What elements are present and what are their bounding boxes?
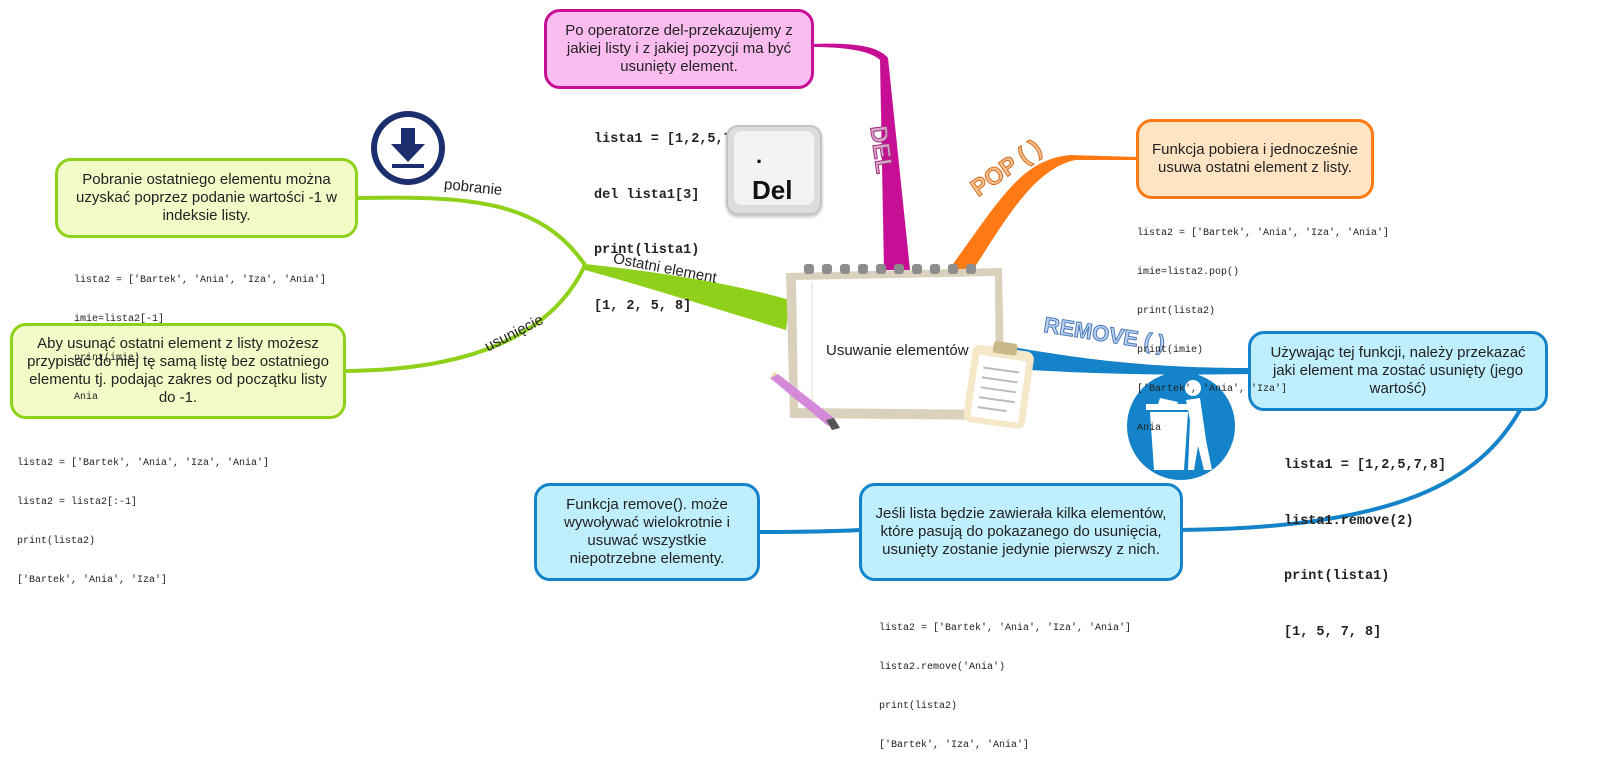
code-line: lista1.remove(2) xyxy=(1284,513,1414,529)
code-remove: lista1 = [1,2,5,7,8] lista1.remove(2) pr… xyxy=(1284,420,1446,661)
pencil-icon xyxy=(770,372,840,430)
code-line: lista2 = ['Bartek', 'Ania', 'Iza', 'Ania… xyxy=(879,623,1132,634)
code-line: lista2 = ['Bartek', 'Ania', 'Iza', 'Ania… xyxy=(17,458,270,469)
code-line: del lista1[3] xyxy=(594,187,700,203)
code-line: Ania xyxy=(74,392,99,403)
mind-map-links xyxy=(344,43,1522,534)
box-remove[interactable]: Używając tej funkcji, należy przekazać j… xyxy=(1248,331,1548,411)
code-line: imie=lista2.pop() xyxy=(1137,267,1240,278)
code-line: ['Bartek', 'Ania', 'Iza'] xyxy=(17,575,168,586)
link-remove-multi xyxy=(757,528,861,534)
box-usuniecie[interactable]: Aby usunąć ostatni element z listy możes… xyxy=(10,323,346,419)
link-last-element xyxy=(585,264,790,330)
code-pop: lista2 = ['Bartek', 'Ania', 'Iza', 'Ania… xyxy=(1137,201,1389,448)
box-pop[interactable]: Funkcja pobiera i jednocześnie usuwa ost… xyxy=(1136,119,1374,199)
del-key-dot: . xyxy=(756,143,763,168)
code-line: print(lista1) xyxy=(594,243,700,258)
code-line: [1, 2, 5, 8] xyxy=(594,298,692,314)
code-pobranie: lista2 = ['Bartek', 'Ania', 'Iza', 'Ania… xyxy=(74,248,326,417)
box-remove-multi[interactable]: Funkcja remove(). może wywoływać wielokr… xyxy=(534,483,760,581)
code-line: ['Bartek', 'Iza', 'Ania'] xyxy=(879,740,1030,751)
link-pobranie xyxy=(356,195,587,267)
code-line: ['Bartek', 'Ania', 'Iza'] xyxy=(1137,384,1288,395)
code-line: lista1 = [1,2,5,7,8] xyxy=(1284,458,1447,473)
code-usuniecie: lista2 = ['Bartek', 'Ania', 'Iza', 'Ania… xyxy=(17,431,269,600)
code-line: [1, 5, 7, 8] xyxy=(1284,624,1382,640)
code-line: lista2 = ['Bartek', 'Ania', 'Iza', 'Ania… xyxy=(74,275,327,286)
clipboard-icon xyxy=(963,341,1034,429)
code-line: print(lista2) xyxy=(17,536,96,547)
code-line: print(imie) xyxy=(1137,345,1204,356)
code-line: Ania xyxy=(1137,423,1162,434)
code-line: lista2.remove('Ania') xyxy=(879,662,1006,673)
box-del[interactable]: Po operatorze del-przekazujemy z jakiej … xyxy=(544,9,814,89)
link-remove-first xyxy=(1179,409,1522,532)
code-line: print(lista1) xyxy=(1284,569,1390,584)
code-remove-first: lista2 = ['Bartek', 'Ania', 'Iza', 'Ania… xyxy=(879,596,1131,765)
box-pobranie[interactable]: Pobranie ostatniego elementu można uzysk… xyxy=(55,158,358,238)
code-line: imie=lista2[-1] xyxy=(74,314,165,325)
code-line: lista2 = ['Bartek', 'Ania', 'Iza', 'Ania… xyxy=(1137,228,1390,239)
link-remove xyxy=(998,345,1250,375)
del-key-face: . Del xyxy=(734,131,814,205)
box-remove-first[interactable]: Jeśli lista będzie zawierała kilka eleme… xyxy=(859,483,1183,581)
code-line: print(lista2) xyxy=(1137,306,1216,317)
trash-icon xyxy=(1127,372,1235,480)
download-icon xyxy=(371,111,445,185)
link-usuniecie xyxy=(344,264,587,373)
code-line: print(imie) xyxy=(74,353,141,364)
notepad-icon xyxy=(786,264,1005,420)
del-key-icon: . Del xyxy=(726,125,822,215)
code-line: print(lista2) xyxy=(879,701,958,712)
center-topic[interactable]: Usuwanie elementów xyxy=(826,342,969,359)
code-line: lista2 = lista2[:-1] xyxy=(17,497,138,508)
del-key-label: Del xyxy=(752,175,793,205)
link-del xyxy=(812,43,910,271)
